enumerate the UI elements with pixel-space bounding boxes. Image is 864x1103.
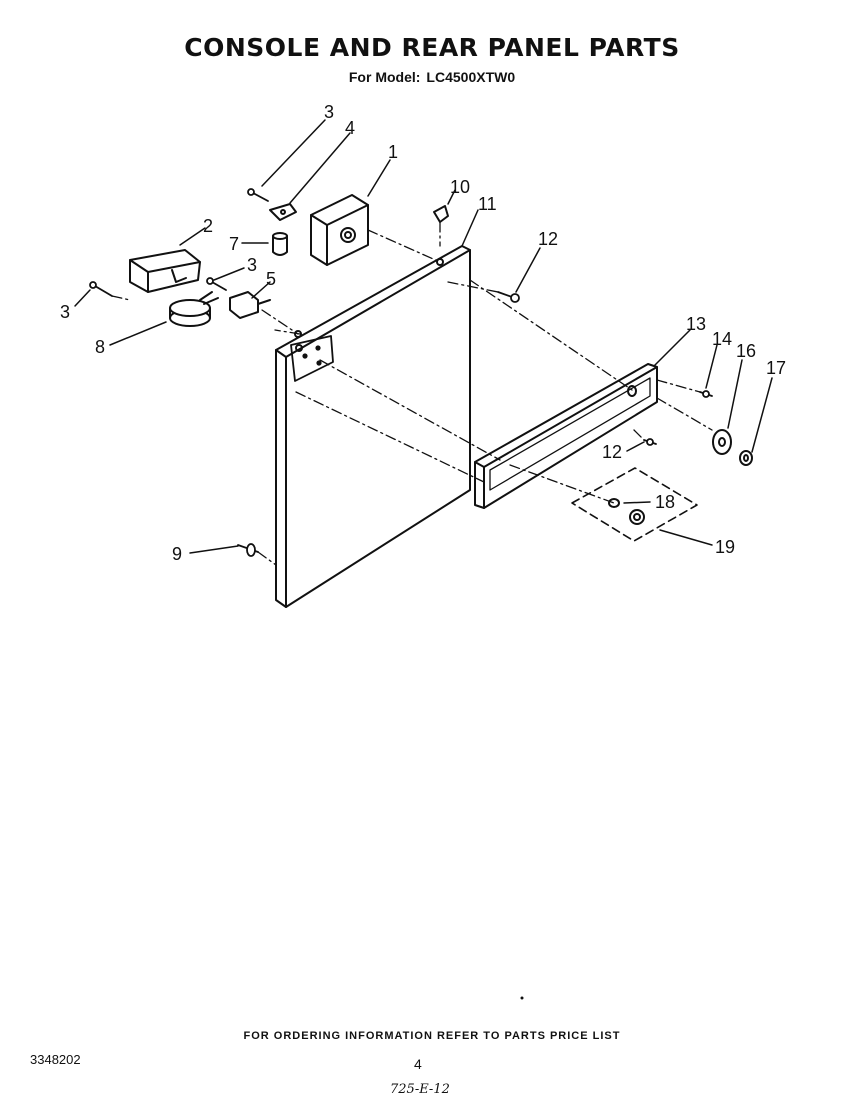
push-switch — [229, 291, 271, 319]
callout-9: 9 — [172, 544, 182, 564]
leader-lines — [74, 119, 773, 554]
callout-2: 2 — [203, 216, 213, 236]
dial-and-knob — [712, 429, 753, 466]
alignment-lines — [111, 221, 713, 566]
callout-8: 8 — [95, 337, 105, 357]
callout-5: 5 — [266, 269, 276, 289]
control-panel-bracket — [474, 363, 658, 509]
parts-package — [571, 467, 698, 542]
callout-3-left: 3 — [60, 302, 70, 322]
callout-16: 16 — [736, 341, 756, 361]
callout-3-top: 3 — [324, 102, 334, 122]
console-end-cap — [129, 249, 201, 293]
model-line: For Model: LC4500XTW0 — [0, 69, 864, 85]
callout-13: 13 — [686, 314, 706, 334]
callout-18: 18 — [655, 492, 675, 512]
document-number: 3348202 — [30, 1052, 81, 1067]
model-label: For Model: — [348, 69, 421, 85]
selector-switch — [169, 291, 219, 327]
ordering-note: FOR ORDERING INFORMATION REFER TO PARTS … — [243, 1030, 621, 1042]
spacer — [272, 232, 288, 256]
callout-labels: 1 2 3 3 3 4 5 7 8 9 10 11 12 12 13 14 16… — [60, 102, 786, 564]
model-number: LC4500XTW0 — [426, 69, 516, 85]
page-number: 4 — [414, 1056, 422, 1072]
callout-14: 14 — [712, 329, 732, 349]
page-title: CONSOLE AND REAR PANEL PARTS — [184, 33, 680, 62]
callout-7: 7 — [229, 234, 239, 254]
callout-17: 17 — [766, 358, 786, 378]
callout-3-mid: 3 — [247, 255, 257, 275]
callout-10: 10 — [450, 177, 470, 197]
callout-19: 19 — [715, 537, 735, 557]
callout-4: 4 — [345, 118, 355, 138]
callout-11: 11 — [478, 194, 497, 214]
callout-12-top: 12 — [538, 229, 558, 249]
mounting-clip — [269, 203, 297, 221]
panel-clip — [433, 205, 449, 223]
timer — [310, 194, 369, 266]
rear-panel — [275, 245, 471, 608]
callout-1: 1 — [388, 142, 398, 162]
callout-12-bottom: 12 — [602, 442, 622, 462]
handwritten-code: 725-E-12 — [390, 1082, 450, 1097]
screws — [89, 188, 713, 557]
stray-dot — [520, 996, 524, 1000]
